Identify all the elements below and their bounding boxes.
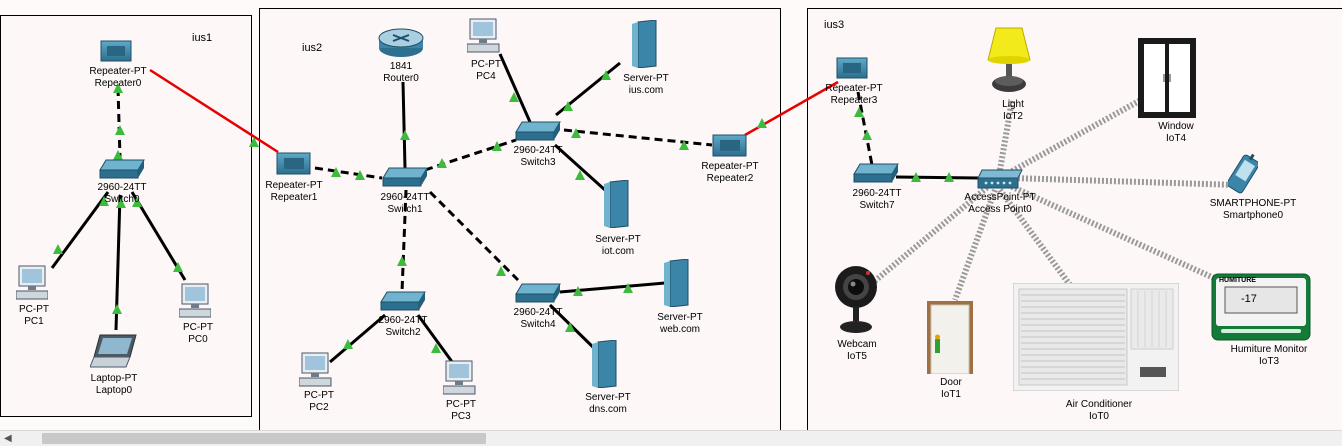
humiture-display-value: -17 [1241, 293, 1257, 305]
smartphone-icon[interactable] [1226, 152, 1260, 196]
topology-canvas[interactable]: ius1 ius2 ius3 [0, 0, 1342, 432]
link-switch3-repeater2 [563, 128, 713, 147]
link-repeater0-switch0 [116, 87, 122, 159]
link-pc4-switch3 [498, 53, 532, 123]
link-switch1-switch4 [428, 190, 520, 282]
area-label-ius3: ius3 [824, 19, 845, 31]
link-repeater0-repeater1 [149, 68, 279, 154]
switch2-icon[interactable] [379, 290, 427, 312]
router0-icon[interactable] [378, 28, 424, 58]
switch0-icon[interactable] [98, 158, 146, 180]
air-conditioner-icon[interactable] [1012, 282, 1180, 392]
wireless-ap-humiture [1006, 182, 1227, 286]
wireless-ap-window [1003, 92, 1152, 178]
link-switch7-ap0 [895, 175, 979, 180]
door-icon[interactable] [927, 301, 973, 375]
server-dns-icon[interactable] [592, 339, 620, 389]
area-label-ius1: ius1 [192, 32, 213, 44]
wireless-links [868, 92, 1239, 302]
link-switch2-pc2 [329, 313, 386, 364]
link-switch1-switch2 [400, 189, 408, 293]
pc3-icon[interactable] [442, 360, 477, 396]
area-label-ius2: ius2 [302, 42, 323, 54]
wireless-ap-smartphone [1009, 175, 1239, 188]
humiture-display-title: HUMITURE [1219, 277, 1256, 284]
link-switch4-serverdns [548, 303, 600, 354]
repeater0-icon[interactable] [100, 40, 132, 62]
pc0-icon[interactable] [178, 283, 212, 319]
server-iot-icon[interactable] [604, 179, 632, 229]
link-router0-switch1 [401, 81, 407, 169]
horizontal-scrollbar[interactable]: ◀ [0, 430, 1342, 446]
server-ius-icon[interactable] [632, 19, 660, 69]
window-icon[interactable] [1138, 38, 1196, 118]
server-web-icon[interactable] [664, 258, 692, 308]
switch1-icon[interactable] [381, 166, 429, 188]
pc4-icon[interactable] [466, 18, 503, 54]
access-point0-icon[interactable] [976, 168, 1024, 190]
switch7-icon[interactable] [852, 162, 900, 184]
area-ius2[interactable] [259, 8, 781, 432]
link-switch3-serveriot [553, 143, 607, 192]
webcam-icon[interactable] [834, 263, 878, 335]
switch4-icon[interactable] [514, 282, 562, 304]
pc1-icon[interactable] [15, 265, 49, 301]
repeater3-icon[interactable] [836, 57, 868, 79]
scrollbar-thumb[interactable] [42, 433, 486, 444]
wireless-ap-door [952, 188, 998, 302]
area-ius3[interactable] [807, 8, 1342, 432]
scroll-left-icon[interactable]: ◀ [4, 433, 12, 444]
links-layer [50, 53, 1239, 371]
link-repeater1-switch1 [314, 166, 383, 180]
humiture-monitor-icon[interactable]: HUMITURE -17 [1211, 273, 1311, 341]
link-switch0-pc1 [50, 191, 110, 269]
repeater1-icon[interactable] [276, 152, 312, 176]
pc2-icon[interactable] [298, 352, 333, 388]
laptop0-icon[interactable] [89, 333, 138, 369]
repeater2-icon[interactable] [712, 134, 748, 158]
light-icon[interactable] [984, 26, 1034, 94]
switch3-icon[interactable] [514, 120, 562, 142]
